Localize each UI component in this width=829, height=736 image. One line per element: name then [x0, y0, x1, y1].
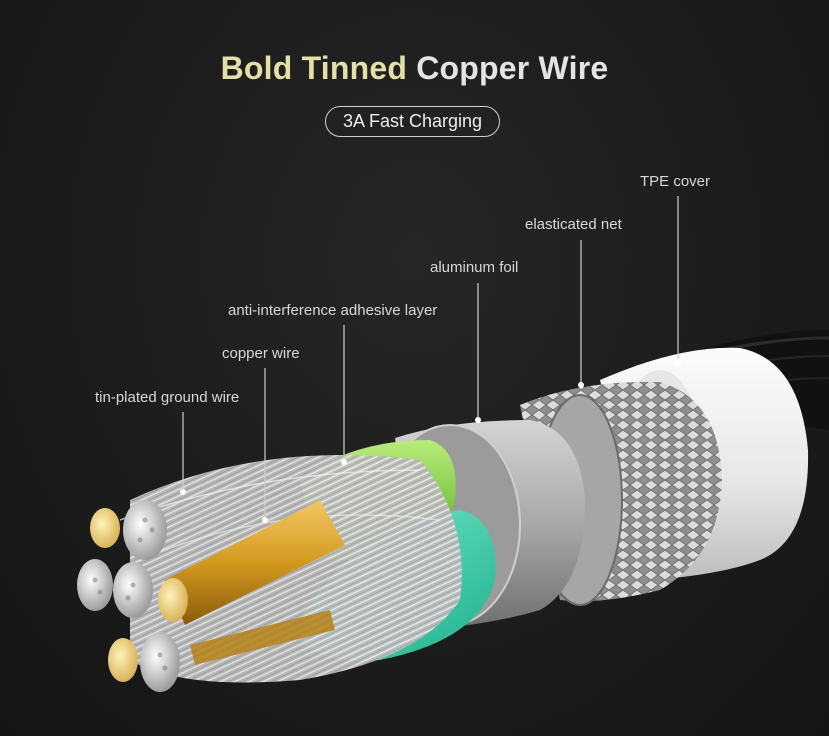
page-title: Bold Tinned Copper Wire [0, 50, 829, 87]
copper-wire-rod [165, 500, 345, 665]
label-adhesive-layer: anti-interference adhesive layer [228, 302, 438, 319]
label-copper-wire: copper wire [222, 345, 300, 362]
label-elasticated-net: elasticated net [525, 216, 622, 233]
strand-ends [77, 500, 188, 692]
title-highlight: Bold Tinned [220, 50, 408, 86]
label-tpe-cover: TPE cover [640, 173, 711, 190]
label-ground-wire: tin-plated ground wire [95, 389, 240, 406]
fast-charging-badge: 3A Fast Charging [325, 106, 500, 137]
callout-lines [182, 196, 679, 520]
label-aluminum-foil: aluminum foil [430, 259, 519, 276]
title-main: Copper Wire [416, 50, 609, 86]
callout-dots [180, 359, 681, 523]
